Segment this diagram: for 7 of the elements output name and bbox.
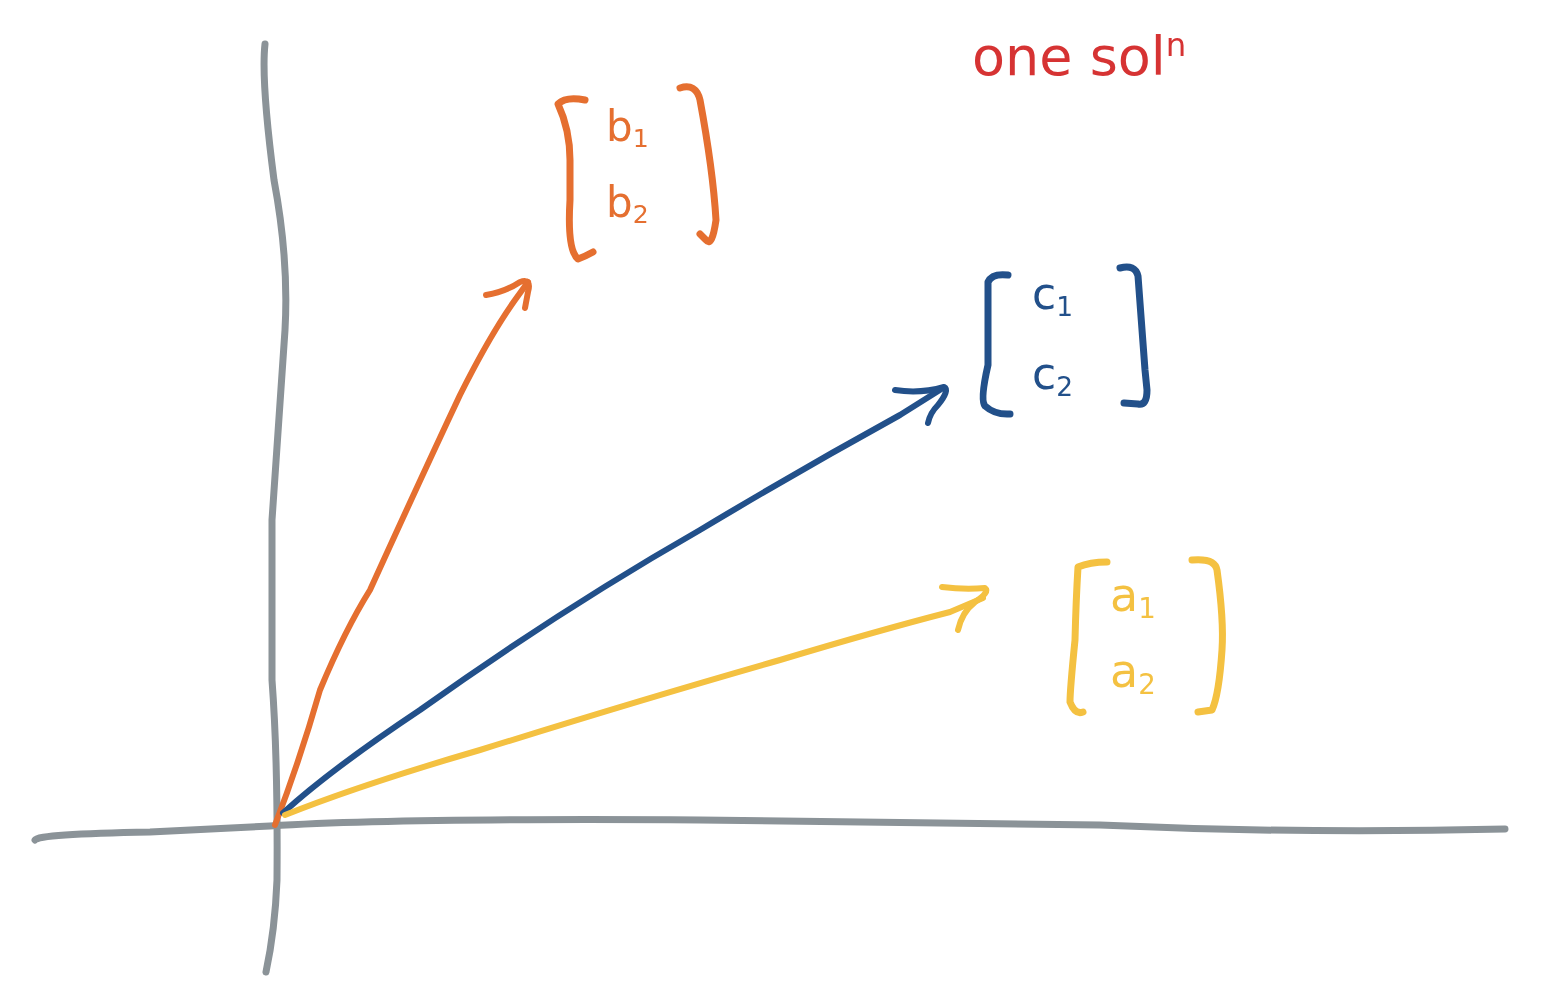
vector-component: c$_{1}$ [1032,272,1073,316]
handwritten-note: one sol$^{n}$ [972,30,1187,84]
vector-component: c$_{2}$ [1032,352,1073,396]
vector-component: b$_{1}$ [606,106,649,148]
vector-component: a$_{1}$ [1110,572,1156,618]
vector-component: a$_{2}$ [1110,648,1156,694]
vector-component: b$_{2}$ [606,182,649,224]
